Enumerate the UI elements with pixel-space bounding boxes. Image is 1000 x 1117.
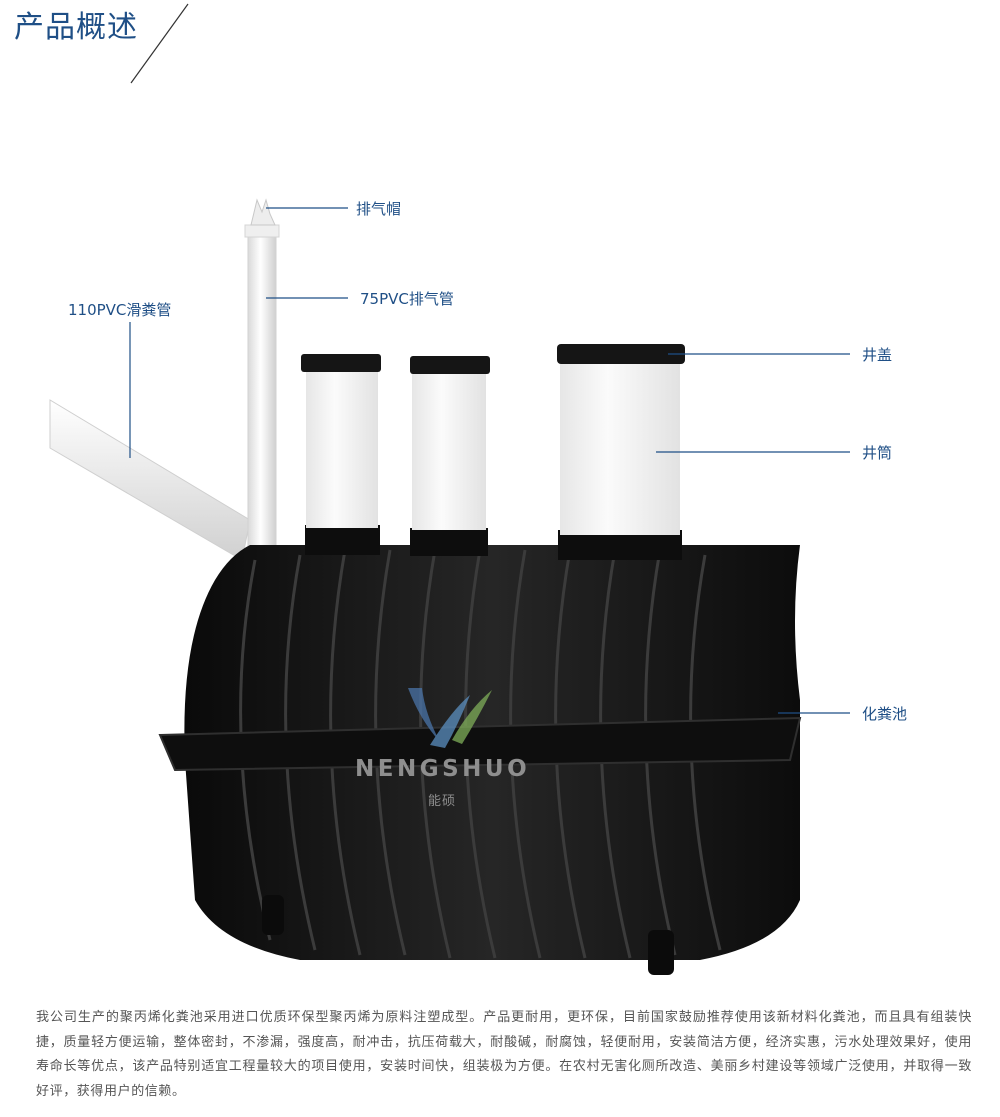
septic-tank-label: 化粪池 [862,705,908,723]
vent-cap [250,198,276,226]
well-shaft-3 [557,344,685,560]
brand-chinese-name: 能硕 [428,794,457,809]
vent-pipe [244,224,280,556]
product-description: 我公司生产的聚丙烯化粪池采用进口优质环保型聚丙烯为原料注塑成型。产品更耐用，更环… [36,1010,972,1099]
septic-tank-body [158,545,802,975]
well-cover-label: 井盖 [862,346,893,364]
well-shaft-label: 井筒 [862,444,893,462]
section-title: 产品概述 [14,10,138,45]
brand-logo [408,688,492,748]
vent-pipe-label: 75PVC排气管 [360,290,454,308]
well-shaft-2 [410,356,490,556]
inlet-pipe [49,399,251,561]
title-divider [130,3,189,84]
vent-cap-label: 排气帽 [356,200,402,218]
brand-name: NENGSHUO [355,756,531,782]
well-shaft-1 [301,354,381,555]
septic-tank-figure [49,198,850,975]
inlet-pipe-label: 110PVC滑粪管 [68,301,172,319]
